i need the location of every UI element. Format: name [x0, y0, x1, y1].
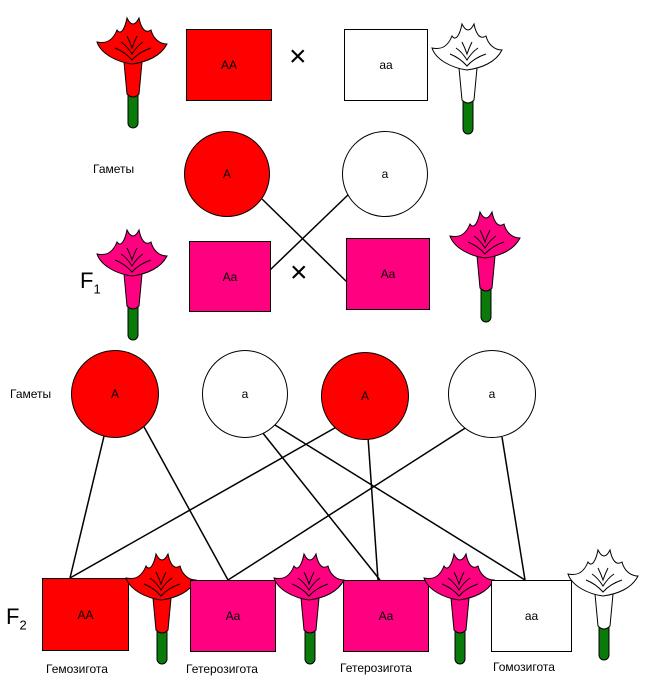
- flower-icon: [448, 208, 522, 329]
- gametes-label: Гаметы: [10, 387, 52, 401]
- connector-line: [367, 436, 379, 581]
- flower-icon: [95, 226, 169, 347]
- flower-icon: [95, 14, 169, 135]
- cross-symbol: ×: [289, 40, 307, 73]
- f2-caption: Гомозигота: [493, 660, 555, 674]
- gamete-circle: a: [202, 350, 288, 438]
- gamete-circle: A: [321, 352, 409, 440]
- connector-line: [269, 192, 351, 271]
- generation-label-f2: F2: [6, 604, 27, 632]
- genotype-box-f2: Aa: [190, 580, 276, 652]
- f2-caption: Гетерозигота: [186, 662, 258, 676]
- gamete-circle: a: [342, 131, 428, 217]
- gamete-circle: A: [71, 350, 159, 438]
- flower-icon: [566, 546, 640, 667]
- generation-letter: F: [80, 268, 94, 293]
- generation-index: 2: [19, 617, 27, 633]
- f2-caption: Гетерозигота: [340, 661, 412, 675]
- flower-icon: [124, 550, 198, 671]
- gamete-circle: A: [184, 131, 270, 217]
- connector-line: [142, 424, 229, 581]
- connector-line: [274, 424, 526, 581]
- f2-caption: Гемозигота: [46, 662, 108, 676]
- connector-line: [261, 431, 381, 581]
- connector-line: [69, 424, 341, 579]
- gametes-label: Гаметы: [93, 162, 135, 176]
- genotype-box-f2: aa: [491, 580, 572, 652]
- genotype-box-f2: AA: [42, 578, 129, 651]
- genotype-box-parent-left: AA: [186, 29, 272, 101]
- generation-index: 1: [93, 281, 101, 297]
- connector-line: [227, 424, 471, 581]
- connector-line: [501, 436, 526, 581]
- genotype-box-f1-right: Aa: [346, 238, 430, 310]
- flower-icon: [430, 20, 504, 141]
- gamete-circle: a: [448, 350, 536, 438]
- generation-label-f1: F1: [80, 268, 101, 296]
- genotype-box-f1-left: Aa: [189, 241, 271, 312]
- flower-icon: [422, 550, 496, 671]
- flower-icon: [272, 550, 346, 671]
- connector-line: [261, 198, 351, 286]
- genotype-box-f2: Aa: [343, 580, 429, 652]
- genotype-box-parent-right: aa: [344, 29, 428, 101]
- cross-symbol: ×: [290, 256, 308, 289]
- generation-letter: F: [6, 604, 20, 629]
- connector-line: [69, 431, 106, 579]
